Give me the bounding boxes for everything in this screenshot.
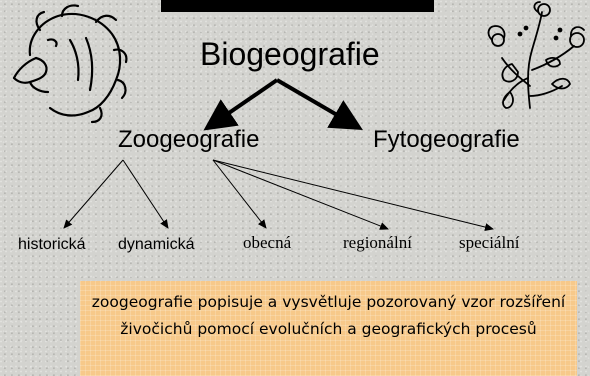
arrow-to-zoogeografie xyxy=(203,78,279,131)
leaf-node-historicka: historická xyxy=(18,236,86,253)
arrow-to-regionalni xyxy=(212,159,389,230)
leaf-node-regionalni: regionální xyxy=(343,233,412,252)
root-node-biogeografie: Biogeografie xyxy=(200,36,380,72)
branch-node-zoogeografie: Zoogeografie xyxy=(118,126,260,153)
arrow-to-specialni xyxy=(212,159,494,231)
leaf-node-dynamicka: dynamická xyxy=(118,236,195,253)
arrow-to-fytogeografie xyxy=(275,78,363,131)
title-bar-decoration xyxy=(161,0,434,12)
arrow-to-obecna xyxy=(212,159,267,229)
arrow-to-historicka xyxy=(63,159,124,229)
lion-icon xyxy=(12,4,128,124)
arrow-to-dynamicka xyxy=(122,159,169,229)
branch-node-fytogeografie: Fytogeografie xyxy=(373,126,520,153)
definition-note: zoogeografie popisuje a vysvětluje pozor… xyxy=(80,281,577,376)
leaf-node-specialni: speciální xyxy=(459,233,520,252)
leaf-node-obecna: obecná xyxy=(243,233,292,252)
plant-flower-icon xyxy=(487,1,585,109)
